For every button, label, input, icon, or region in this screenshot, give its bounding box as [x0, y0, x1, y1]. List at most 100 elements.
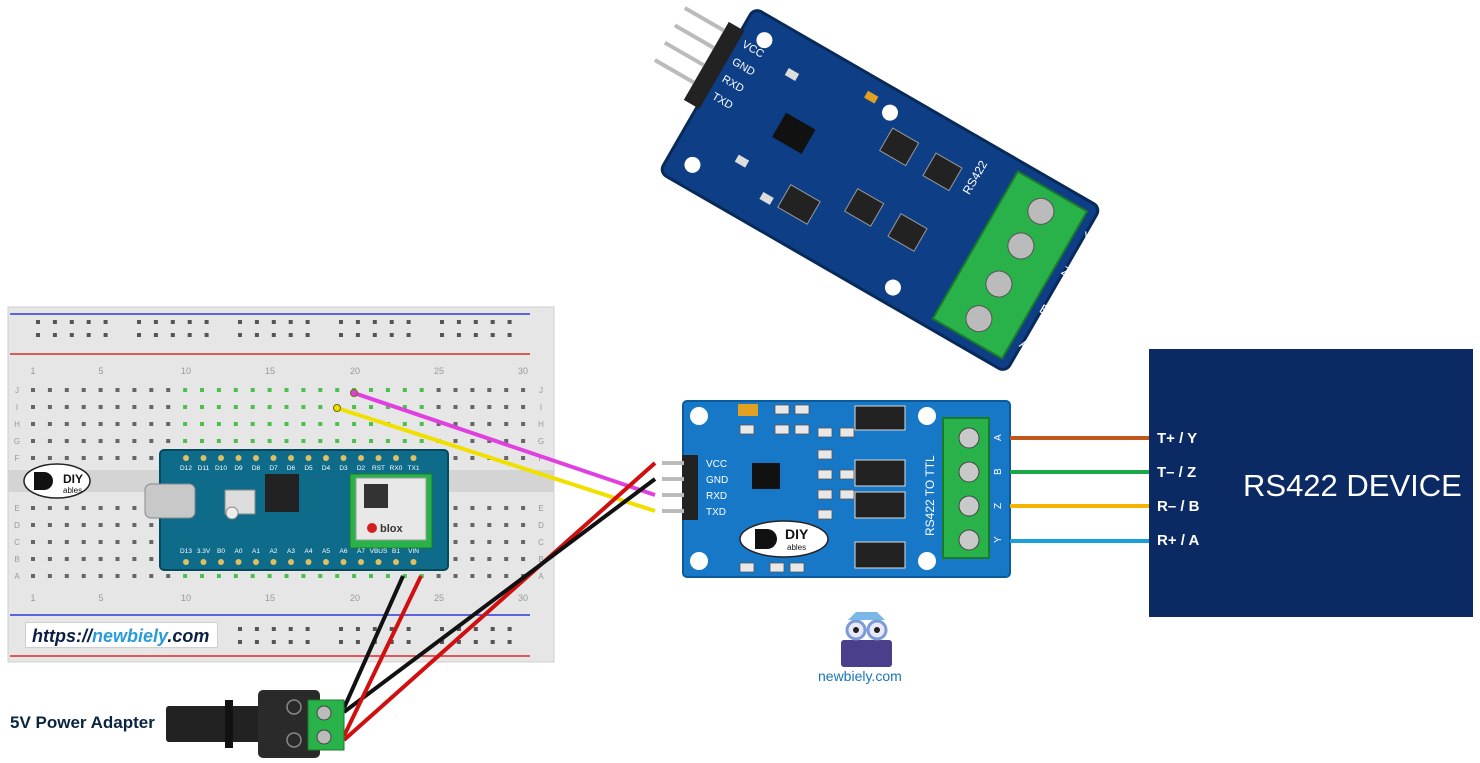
arduino-top-pin-label: RX0: [390, 465, 403, 472]
arduino-top-pin-label: D9: [234, 465, 243, 472]
arduino-top-pin-label: D11: [198, 465, 210, 472]
bb-row-letter: J: [15, 386, 19, 395]
url-name: newbiely: [92, 626, 168, 646]
bb-row-letter: I: [16, 403, 18, 412]
module-terminal-b: B: [993, 468, 1004, 475]
bb-row-letter: B: [538, 555, 543, 564]
arduino-bottom-pin-label: A3: [287, 548, 295, 555]
arduino-bottom-pin-label: A2: [270, 548, 278, 555]
arduino-top-pin-label: D8: [252, 465, 261, 472]
rs422-ttl-module: VCC GND RXD TXD DIY ables RS422 TO TTL A…: [662, 400, 1011, 578]
newbiely-logo-text: newbiely.com: [818, 668, 902, 684]
bb-row-letter: J: [539, 386, 543, 395]
module-board-label: RS422 TO TTL: [923, 455, 937, 536]
bb-row-letter: F: [15, 454, 20, 463]
bb-col-5-bottom: 5: [98, 593, 103, 603]
arduino-top-pin-label: D5: [304, 465, 313, 472]
newbiely-owl-logo: [841, 612, 892, 667]
arduino-bottom-pin-label: B0: [217, 548, 225, 555]
module-brand-ables: ables: [787, 543, 806, 552]
breadboard-logo-ables: ables: [63, 486, 82, 495]
breadboard-holes: [31, 320, 526, 644]
wire-red-arduino: [342, 575, 423, 737]
bb-col-10: 10: [181, 366, 191, 376]
arduino-bottom-pin-label: 3.3V: [197, 548, 211, 555]
arduino-bottom-pin-label: A1: [252, 548, 260, 555]
breadboard-logo-diy: DIY: [63, 472, 83, 486]
module-pin-rxd: RXD: [706, 491, 727, 502]
bb-row-letter: E: [538, 504, 543, 513]
url-prefix: https://: [32, 626, 92, 646]
module-terminal-z: Z: [993, 503, 1004, 509]
bb-row-letter: F: [539, 454, 544, 463]
photo-rs422-module: VCC GND RXD TXD RS422 Y Z B A: [653, 6, 1100, 371]
bb-row-letter: G: [14, 437, 20, 446]
bb-col-30: 30: [518, 366, 528, 376]
rs422-device: [1149, 349, 1473, 617]
power-adapter-label: 5V Power Adapter: [10, 713, 155, 732]
arduino-bottom-pin-label: A4: [305, 548, 313, 555]
bb-col-20-bottom: 20: [350, 593, 360, 603]
url-suffix: .com: [167, 626, 210, 646]
bb-col-20: 20: [350, 366, 360, 376]
wire-black-arduino: [342, 575, 405, 709]
device-pin-tz: T– / Z: [1157, 464, 1197, 481]
device-pin-ty: T+ / Y: [1157, 430, 1198, 447]
bb-row-letter: D: [538, 521, 544, 530]
module-pin-gnd: GND: [706, 475, 728, 486]
bb-row-letter: G: [538, 437, 544, 446]
bb-col-30-bottom: 30: [518, 593, 528, 603]
wire-red-vcc: [342, 461, 657, 742]
arduino-module-brand: blox: [380, 523, 403, 535]
module-pin-vcc: VCC: [706, 459, 727, 470]
bb-row-letter: C: [14, 538, 20, 547]
bb-row-letter: D: [14, 521, 20, 530]
bb-row-letter: H: [14, 420, 20, 429]
bb-row-letter: H: [538, 420, 544, 429]
arduino-top-pin-label: D6: [287, 465, 296, 472]
module-smd-parts: [739, 404, 855, 573]
signal-wires: [333, 389, 657, 742]
wire-magenta-rxd: [353, 391, 656, 497]
arduino-top-pin-label: D2: [357, 465, 366, 472]
arduino-top-pin-label: RST: [372, 465, 385, 472]
arduino-top-pin-label: TX1: [408, 465, 420, 472]
module-terminal-a: A: [993, 434, 1004, 441]
watermark-url: https://newbiely.com: [25, 622, 218, 648]
arduino-bottom-pin-label: VBUS: [370, 548, 388, 555]
bb-row-letter: B: [14, 555, 19, 564]
arduino-top-pin-label: D3: [339, 465, 348, 472]
arduino-top-pin-label: D7: [269, 465, 278, 472]
bb-col-10-bottom: 10: [181, 593, 191, 603]
rs422-device-title: RS422 DEVICE: [1243, 468, 1462, 503]
arduino-top-pin-label: D10: [215, 465, 227, 472]
bb-col-25-bottom: 25: [434, 593, 444, 603]
bb-col-1: 1: [30, 366, 35, 376]
module-pin-txd: TXD: [706, 507, 726, 518]
module-terminal-y: Y: [993, 536, 1004, 543]
bb-row-letter: C: [538, 538, 544, 547]
arduino-top-pin-label: D12: [180, 465, 192, 472]
arduino-bottom-pin-label: A0: [235, 548, 243, 555]
power-adapter: [166, 690, 345, 758]
bb-col-15: 15: [265, 366, 275, 376]
arduino-bottom-pin-label: VIN: [408, 548, 419, 555]
wire-yellow-txd: [336, 406, 656, 513]
arduino-bottom-pin-label: A6: [340, 548, 348, 555]
bb-row-letter: A: [538, 572, 544, 581]
device-pin-ra: R+ / A: [1157, 532, 1200, 549]
bb-col-15-bottom: 15: [265, 593, 275, 603]
arduino-bottom-pin-label: B1: [392, 548, 400, 555]
arduino-bottom-pin-label: A5: [322, 548, 330, 555]
bb-col-25: 25: [434, 366, 444, 376]
bb-row-letter: E: [14, 504, 19, 513]
bb-row-letter: I: [540, 403, 542, 412]
wire-black-gnd: [342, 477, 657, 714]
arduino-bottom-pin-label: D13: [180, 548, 192, 555]
module-brand-diy: DIY: [785, 526, 809, 542]
device-wires: [1010, 436, 1150, 543]
